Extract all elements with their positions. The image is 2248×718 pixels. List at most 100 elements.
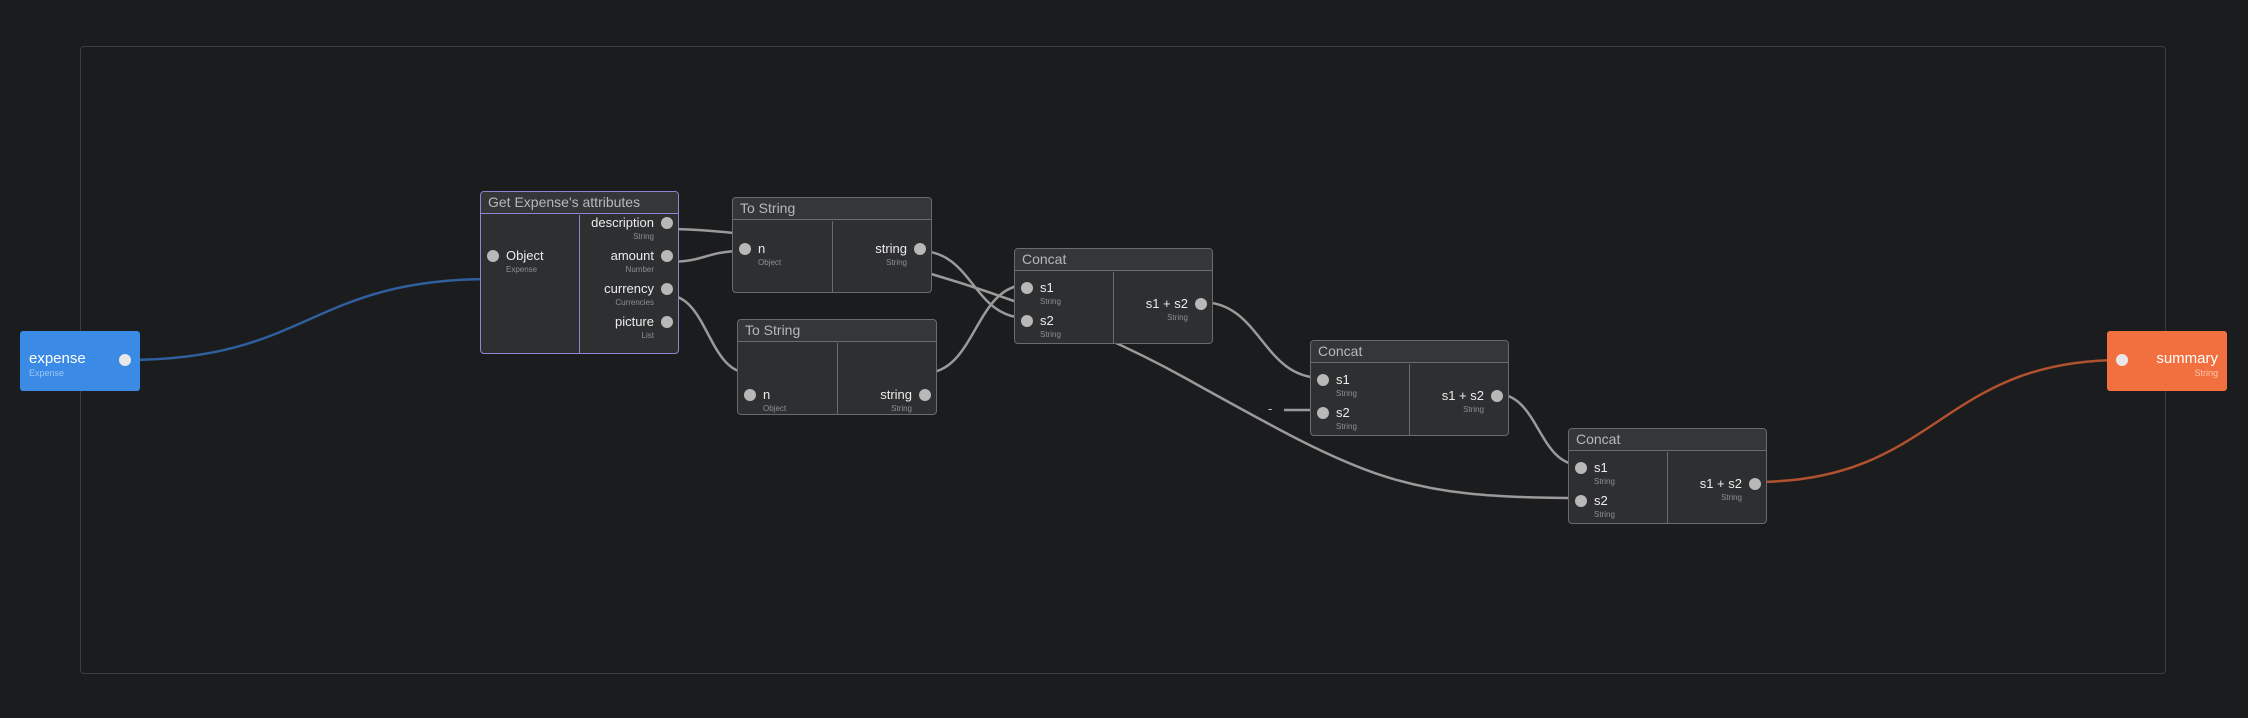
port-string-dot[interactable]	[914, 243, 926, 255]
output-label: summary	[2156, 350, 2218, 367]
input-label: expense	[29, 350, 86, 367]
port-picture-dot[interactable]	[661, 316, 673, 328]
port-description-dot[interactable]	[661, 217, 673, 229]
port-s2[interactable]: s2 String	[1569, 493, 1667, 523]
port-picture-type: List	[641, 331, 654, 340]
port-n[interactable]: n Object	[733, 241, 832, 271]
graph-output-summary[interactable]: summary String	[2107, 331, 2227, 391]
port-amount[interactable]: amount Number	[579, 248, 678, 278]
port-s2-type: String	[1040, 330, 1061, 339]
port-s1[interactable]: s1 String	[1569, 460, 1667, 490]
port-s1-plus-s2-dot[interactable]	[1749, 478, 1761, 490]
port-n[interactable]: n Object	[738, 387, 837, 414]
port-s2-dot[interactable]	[1317, 407, 1329, 419]
port-s1-plus-s2-type: String	[1463, 405, 1484, 414]
node-concat-2[interactable]: Concat s1 String s2 String s1 + s2 Strin…	[1310, 340, 1509, 436]
port-s1-type: String	[1040, 297, 1061, 306]
node-to-string-2[interactable]: To String n Object string String	[737, 319, 937, 415]
port-object-name: Object	[506, 248, 544, 263]
port-s1[interactable]: s1 String	[1015, 280, 1113, 310]
port-s2-type: String	[1336, 422, 1357, 431]
port-s1-plus-s2-name: s1 + s2	[1145, 296, 1188, 311]
port-s1-plus-s2[interactable]: s1 + s2 String	[1113, 296, 1212, 326]
port-s1-type: String	[1336, 389, 1357, 398]
port-object[interactable]: Object Expense	[481, 248, 579, 278]
node-get-expense-attributes[interactable]: Get Expense's attributes Object Expense …	[480, 191, 679, 354]
wire-concat1-to-concat2-s1[interactable]	[1200, 300, 1323, 380]
port-s2-name: s2	[1040, 313, 1054, 328]
port-n-name: n	[763, 387, 771, 402]
port-n-name: n	[758, 241, 766, 256]
port-s1-dot[interactable]	[1317, 374, 1329, 386]
port-description-type: String	[633, 232, 654, 241]
wire-tostring1-to-concat1-s2[interactable]	[919, 249, 1027, 320]
port-object-dot[interactable]	[487, 250, 499, 262]
port-s1-name: s1	[1040, 280, 1054, 295]
node-title: Concat	[1015, 249, 1212, 271]
port-s1-name: s1	[1594, 460, 1608, 475]
canvas-frame	[80, 46, 2166, 674]
constant-s2-value[interactable]: -	[1268, 401, 1273, 416]
output-port[interactable]	[2116, 354, 2128, 366]
node-title: To String	[733, 198, 931, 220]
graph-input-expense[interactable]: expense Expense	[20, 331, 140, 391]
wire-expense-to-object[interactable]	[126, 277, 492, 362]
port-currency-name: currency	[604, 281, 654, 296]
input-port[interactable]	[119, 354, 131, 366]
port-description-name: description	[591, 215, 654, 230]
port-currency-dot[interactable]	[661, 283, 673, 295]
port-string-type: String	[886, 258, 907, 267]
port-string-name: string	[880, 387, 912, 402]
port-amount-name: amount	[610, 248, 654, 263]
port-s1-name: s1	[1336, 372, 1350, 387]
port-s1-plus-s2-type: String	[1167, 313, 1188, 322]
port-string[interactable]: string String	[837, 387, 936, 414]
wire-tostring2-to-concat1-s1[interactable]	[924, 283, 1027, 375]
node-title: Concat	[1569, 429, 1766, 451]
port-s1-plus-s2[interactable]: s1 + s2 String	[1667, 476, 1766, 506]
port-s2-dot[interactable]	[1021, 315, 1033, 327]
wire-concat2-to-concat3-s1[interactable]	[1496, 392, 1581, 467]
port-currency[interactable]: currency Currencies	[579, 281, 678, 311]
port-amount-dot[interactable]	[661, 250, 673, 262]
port-s2-name: s2	[1336, 405, 1350, 420]
port-s1-plus-s2-type: String	[1721, 493, 1742, 502]
port-string-name: string	[875, 241, 907, 256]
port-s1-dot[interactable]	[1021, 282, 1033, 294]
port-description[interactable]: description String	[579, 215, 678, 245]
port-s1-plus-s2-name: s1 + s2	[1699, 476, 1742, 491]
port-s2-dot[interactable]	[1575, 495, 1587, 507]
node-concat-3[interactable]: Concat s1 String s2 String s1 + s2 Strin…	[1568, 428, 1767, 524]
port-picture[interactable]: picture List	[579, 314, 678, 344]
port-amount-type: Number	[625, 265, 654, 274]
node-concat-1[interactable]: Concat s1 String s2 String s1 + s2 Strin…	[1014, 248, 1213, 344]
port-string[interactable]: string String	[832, 241, 931, 271]
wire-concat3-to-summary[interactable]	[1754, 358, 2123, 484]
node-title: Concat	[1311, 341, 1508, 363]
port-s2-type: String	[1594, 510, 1615, 519]
port-s1-dot[interactable]	[1575, 462, 1587, 474]
wire-currency-to-tostring2-n[interactable]	[666, 293, 750, 375]
port-s1-plus-s2[interactable]: s1 + s2 String	[1409, 388, 1508, 418]
node-title: To String	[738, 320, 936, 342]
port-n-dot[interactable]	[744, 389, 756, 401]
port-s2[interactable]: s2 String	[1311, 405, 1409, 435]
port-s1-type: String	[1594, 477, 1615, 486]
port-string-dot[interactable]	[919, 389, 931, 401]
input-type: Expense	[29, 368, 65, 378]
port-s1[interactable]: s1 String	[1311, 372, 1409, 402]
port-string-type: String	[891, 404, 912, 413]
port-picture-name: picture	[614, 314, 654, 329]
node-title: Get Expense's attributes	[481, 192, 678, 214]
port-s1-plus-s2-name: s1 + s2	[1441, 388, 1484, 403]
node-to-string-1[interactable]: To String n Object string String	[732, 197, 932, 293]
port-n-type: Object	[763, 404, 787, 413]
port-s1-plus-s2-dot[interactable]	[1195, 298, 1207, 310]
port-s2[interactable]: s2 String	[1015, 313, 1113, 343]
port-s2-name: s2	[1594, 493, 1608, 508]
port-s1-plus-s2-dot[interactable]	[1491, 390, 1503, 402]
port-currency-type: Currencies	[615, 298, 654, 307]
port-n-dot[interactable]	[739, 243, 751, 255]
output-type: String	[2194, 368, 2218, 378]
port-object-type: Expense	[506, 265, 538, 274]
